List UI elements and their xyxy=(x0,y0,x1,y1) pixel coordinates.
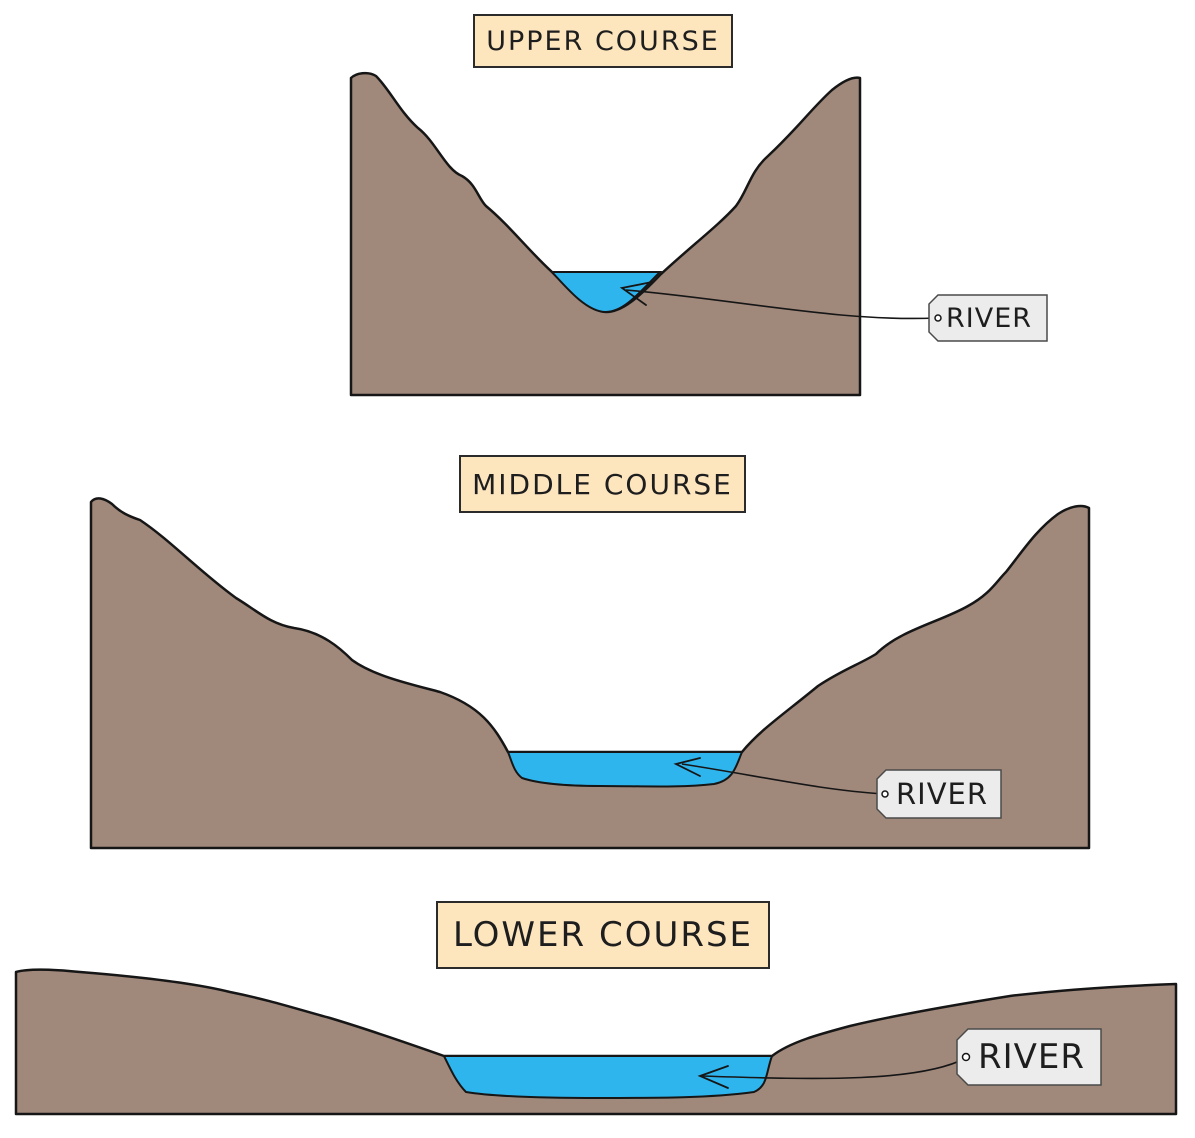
middle-river-pointer xyxy=(681,763,885,795)
upper-course-title: UPPER COURSE xyxy=(473,14,733,68)
upper-course-profile xyxy=(349,71,937,397)
lower-river-tag: RIVER xyxy=(956,1028,1102,1086)
middle-river-tag: RIVER xyxy=(876,769,1002,819)
middle-course-title: MIDDLE COURSE xyxy=(459,455,746,513)
lower-tag-shape xyxy=(956,1028,1102,1086)
lower-valley-land xyxy=(14,968,1178,1116)
upper-arrowhead xyxy=(619,281,653,306)
upper-course-title-text: UPPER COURSE xyxy=(486,25,720,57)
middle-river-water xyxy=(506,751,744,788)
upper-river-tag: RIVER xyxy=(928,294,1048,342)
middle-valley-land xyxy=(89,497,1091,850)
lower-arrowhead xyxy=(697,1065,729,1089)
middle-course-profile xyxy=(89,497,1091,850)
upper-river-pointer xyxy=(625,289,937,320)
lower-course-title-text: LOWER COURSE xyxy=(452,915,754,955)
middle-tag-shape xyxy=(876,769,1002,819)
upper-river-label: RIVER xyxy=(946,302,1033,334)
lower-river-pointer xyxy=(701,1057,967,1080)
lower-course-profile xyxy=(14,968,1178,1116)
middle-course-title-text: MIDDLE COURSE xyxy=(472,467,733,501)
upper-valley-land xyxy=(349,71,862,397)
lower-course-title: LOWER COURSE xyxy=(436,901,770,969)
upper-river-water xyxy=(549,271,663,314)
middle-river-label: RIVER xyxy=(896,777,989,811)
middle-arrowhead xyxy=(673,757,701,777)
lower-river-label: RIVER xyxy=(978,1037,1086,1077)
upper-tag-shape xyxy=(928,294,1048,342)
lower-river-water xyxy=(442,1055,774,1100)
